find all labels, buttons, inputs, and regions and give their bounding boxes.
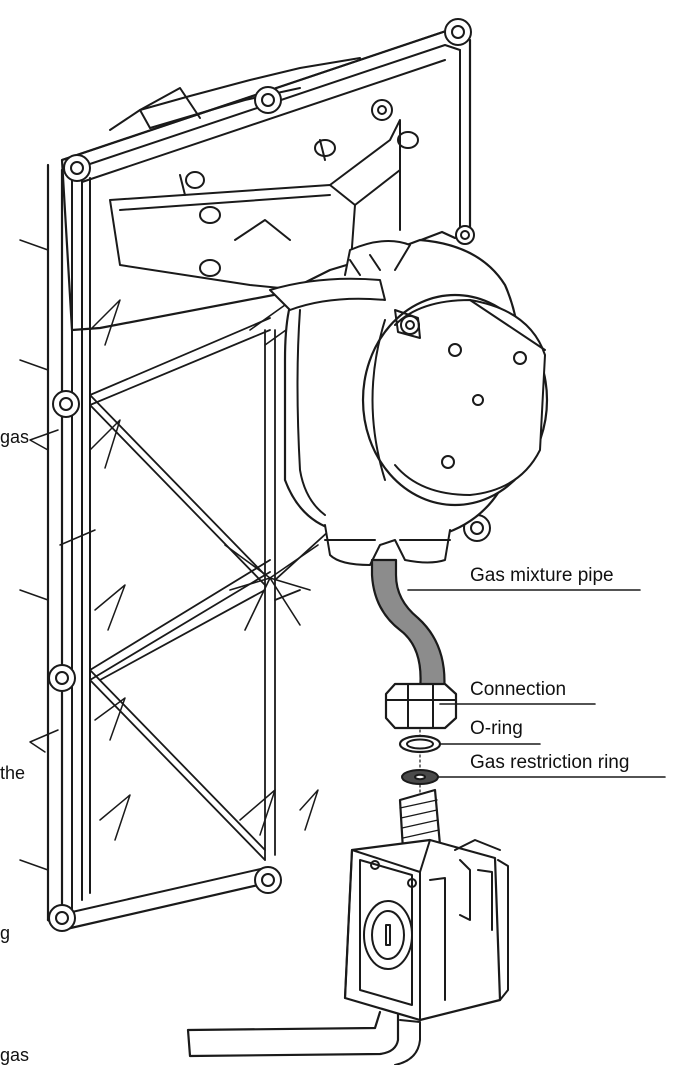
gas-valve bbox=[186, 788, 509, 1066]
burner-frame bbox=[19, 26, 472, 932]
frame-bolts bbox=[48, 18, 491, 932]
gas-mixture-pipe bbox=[370, 558, 446, 694]
leader-lines bbox=[407, 589, 666, 778]
edge-text-the: the bbox=[0, 763, 26, 783]
label-gas-restriction-ring: Gas restriction ring bbox=[470, 752, 630, 773]
gas-restriction-ring bbox=[401, 769, 439, 785]
label-gas-mixture-pipe: Gas mixture pipe bbox=[470, 565, 614, 586]
label-connection: Connection bbox=[470, 679, 567, 700]
edge-text-g: g bbox=[0, 923, 11, 943]
label-o-ring: O-ring bbox=[470, 718, 523, 739]
fan-unit bbox=[269, 238, 549, 566]
edge-text-gas-top: gas bbox=[0, 427, 30, 447]
edge-text-gas-bottom: gas bbox=[0, 1045, 30, 1065]
o-ring bbox=[398, 734, 442, 754]
connection-nut bbox=[384, 682, 458, 730]
